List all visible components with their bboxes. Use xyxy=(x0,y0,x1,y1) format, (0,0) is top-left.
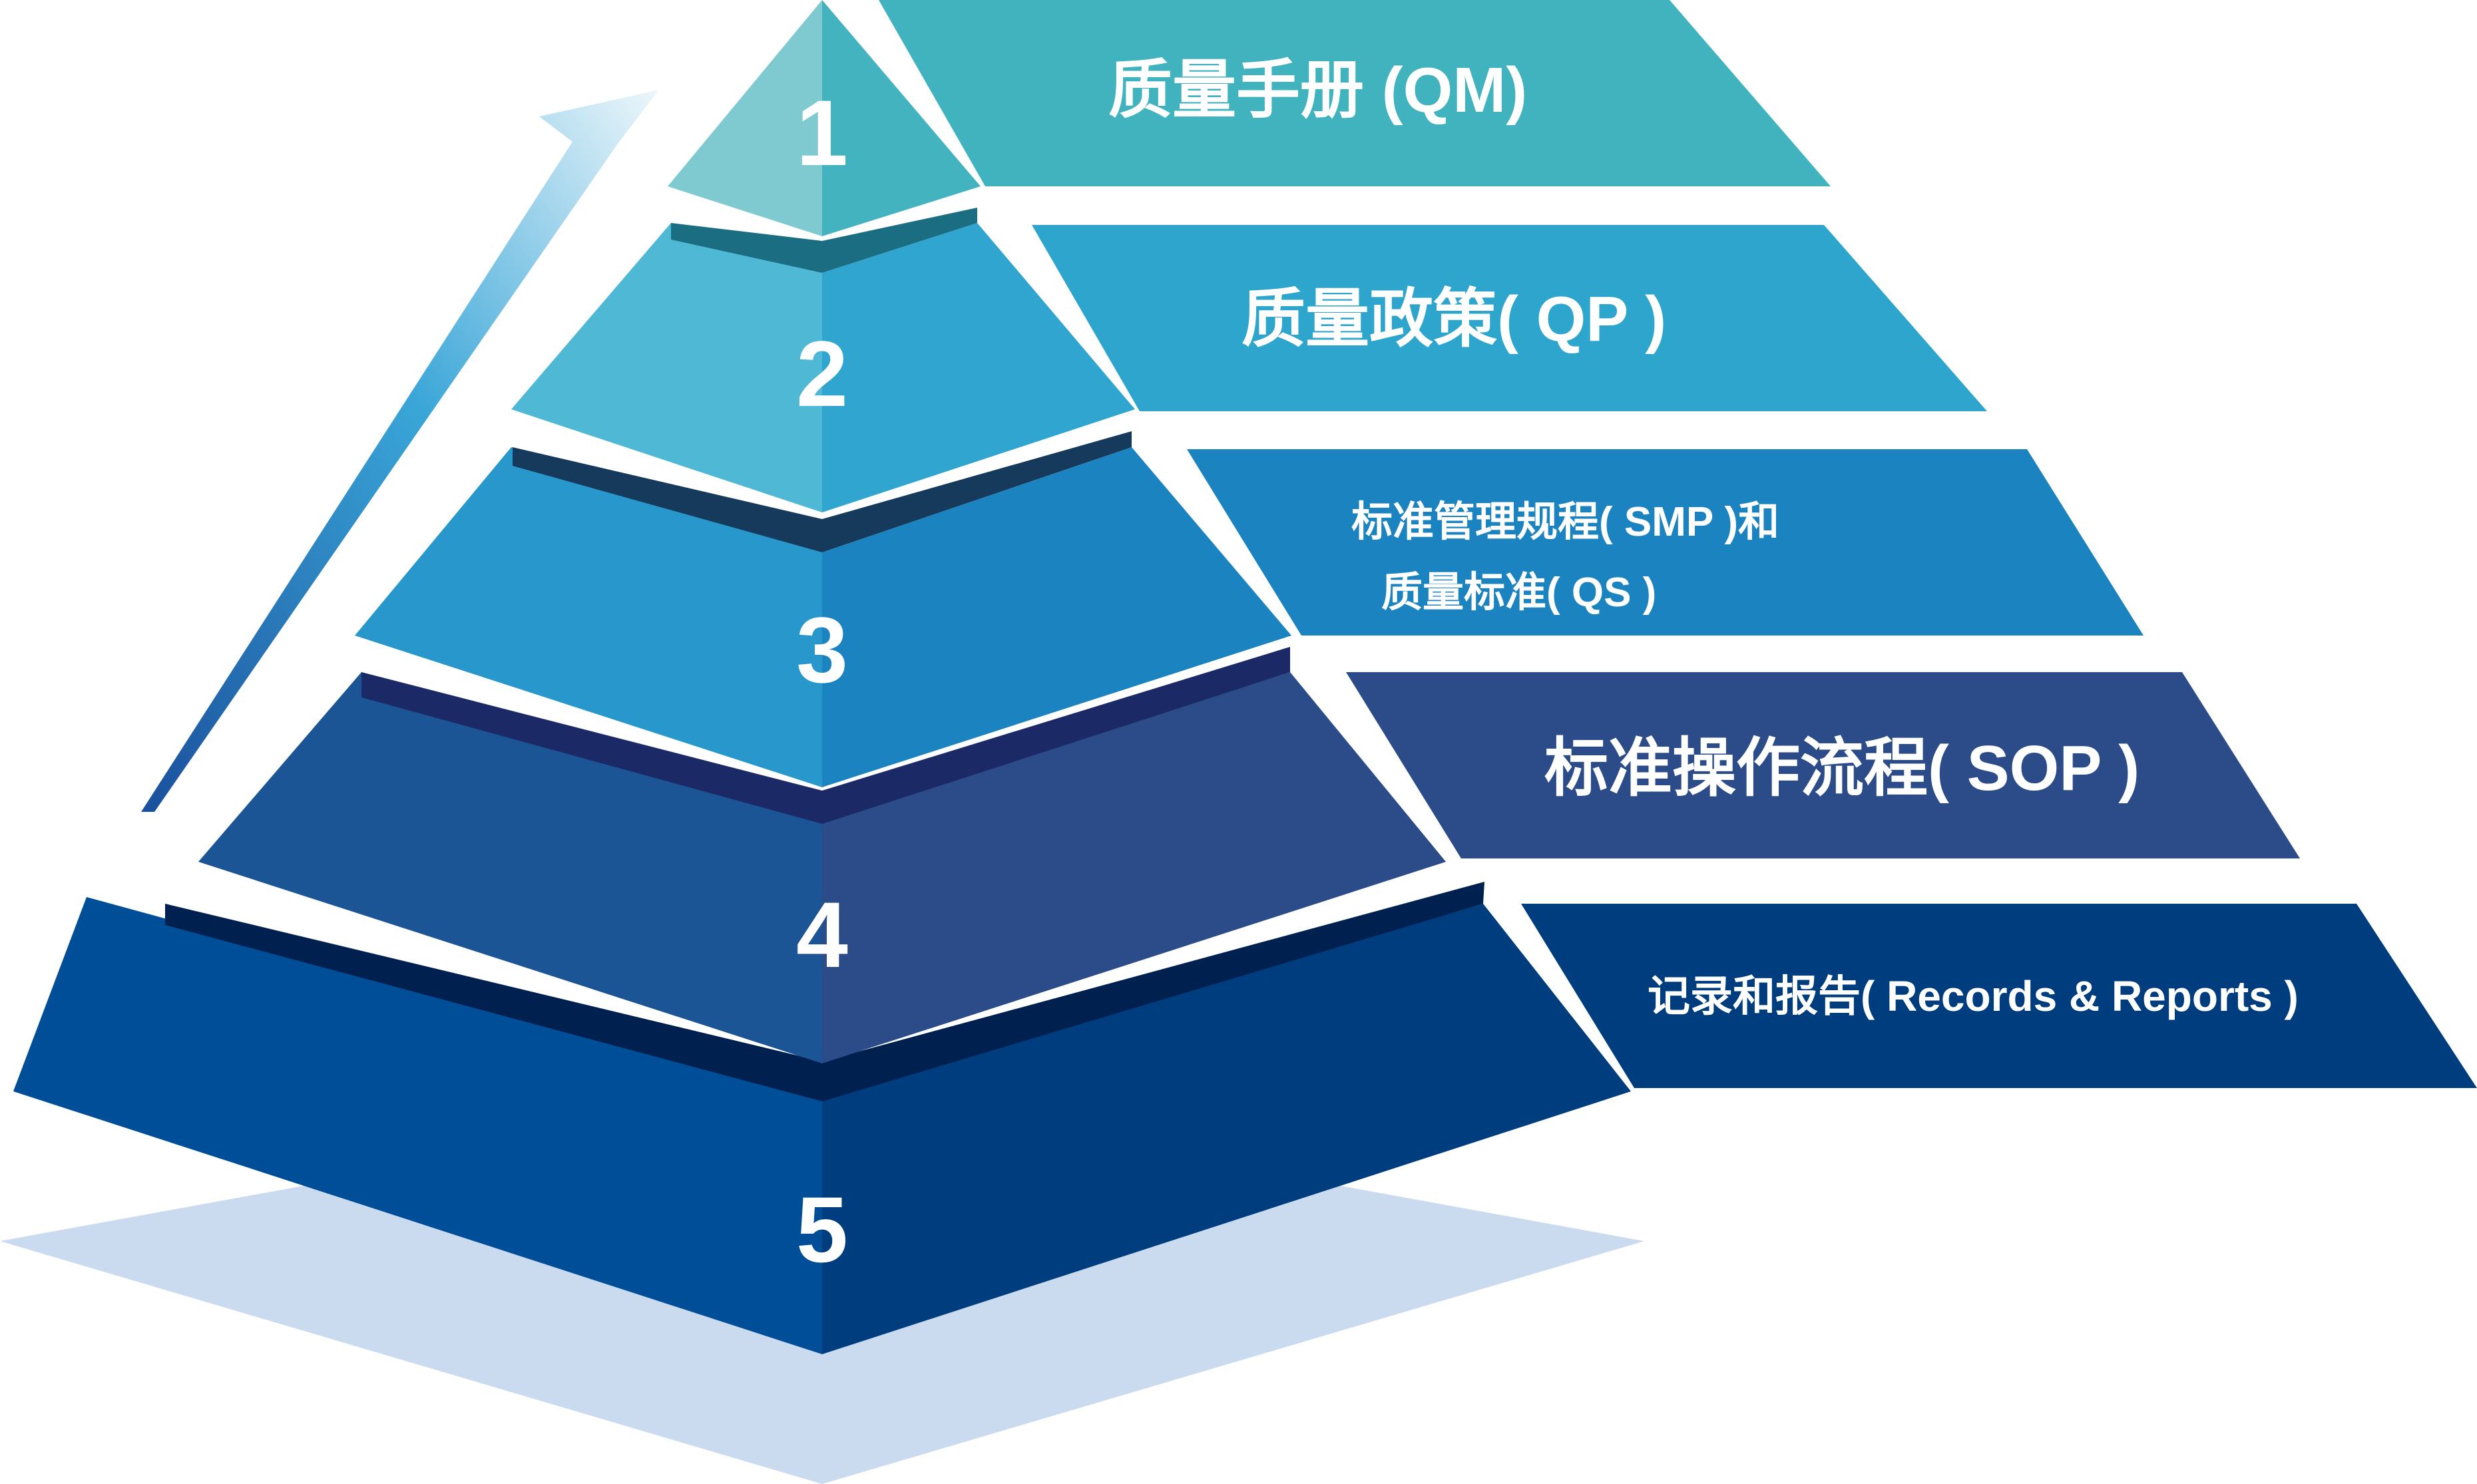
ribbon-4 xyxy=(1346,672,2300,858)
tier-2-left-face xyxy=(511,223,822,512)
tier-2-number: 2 xyxy=(796,321,848,426)
tier-4-right-face xyxy=(822,672,1446,1063)
tier-5-label: 记录和报告( Records & Reports ) xyxy=(1648,975,2299,1018)
tier-1-label: 质量手册 (QM) xyxy=(1108,59,1527,122)
tier-3-number: 3 xyxy=(796,598,848,702)
tier-3-left-face xyxy=(355,447,822,787)
tier-2-right-face xyxy=(822,223,1135,512)
tier-3-label: 标准管理规程( SMP )和 质量标准( QS ) xyxy=(1351,487,1779,628)
tier-1-label-line-1: 质量手册 (QM) xyxy=(1108,55,1528,126)
tier-gap-4-5 xyxy=(165,882,1484,1101)
tier-1-right-face xyxy=(822,0,981,236)
tier-4-label: 标准操作流程( SOP ) xyxy=(1544,737,2139,801)
ribbon-2 xyxy=(1032,225,1987,411)
tier-gap-2-3 xyxy=(513,431,1132,552)
ribbon-1 xyxy=(879,0,1831,186)
tier-3-label-line-1: 标准管理规程( SMP )和 xyxy=(1351,499,1779,545)
ribbon-3 xyxy=(1187,449,2143,636)
tier-4-number: 4 xyxy=(796,882,848,987)
tier-gap-3-4 xyxy=(361,647,1290,824)
tier-4-left-face xyxy=(198,672,822,1063)
tier-1-left-face xyxy=(668,0,822,236)
tier-3-label-line-2: 质量标准( QS ) xyxy=(1381,570,1657,616)
tier-3-right-face xyxy=(822,447,1291,787)
tier-2-label-line-1: 质量政策( QP ) xyxy=(1241,283,1667,355)
tier-5-right-face xyxy=(822,904,1631,1354)
tier-5-label-line-1: 记录和报告( Records & Reports ) xyxy=(1648,972,2299,1020)
tier-5-number: 5 xyxy=(796,1177,848,1282)
tier-1-number: 1 xyxy=(796,81,848,185)
tier-5-left-face xyxy=(13,897,822,1354)
tier-2-label: 质量政策( QP ) xyxy=(1241,287,1666,351)
tier-4-label-line-1: 标准操作流程( SOP ) xyxy=(1544,733,2140,804)
ribbon-5 xyxy=(1521,904,2477,1088)
tier-gap-1-2 xyxy=(671,208,977,273)
rising-arrow-icon xyxy=(141,90,659,812)
